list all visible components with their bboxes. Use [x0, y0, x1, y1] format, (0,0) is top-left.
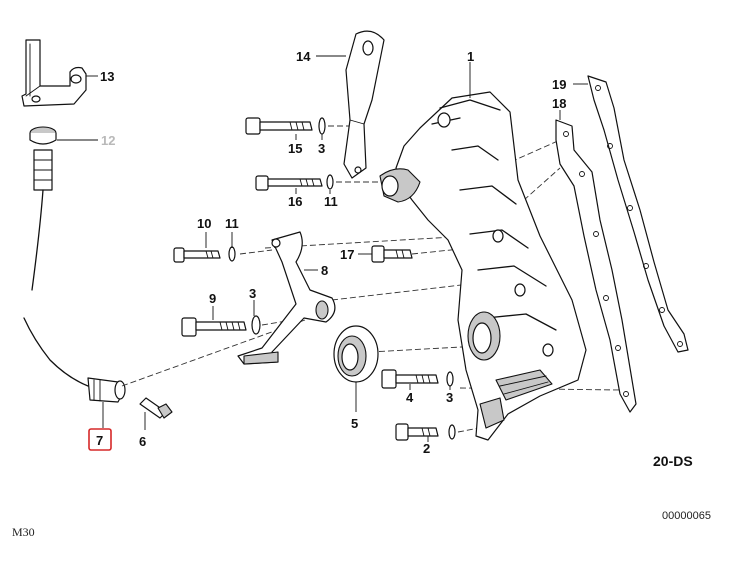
gasket-part-19[interactable] — [573, 75, 689, 353]
callout-8: 8 — [321, 263, 328, 278]
bracket-part-13[interactable] — [21, 39, 98, 107]
assembly-line — [331, 283, 471, 301]
callout-2: 2 — [423, 441, 430, 456]
callout-13: 13 — [100, 69, 114, 84]
bolt-part-10[interactable] — [173, 247, 221, 263]
callout-6: 6 — [139, 434, 146, 449]
bolt-part-15[interactable] — [245, 117, 313, 135]
callout-1: 1 — [467, 49, 474, 64]
sensor-part-7[interactable] — [23, 317, 126, 428]
callout-17: 17 — [340, 247, 354, 262]
callout-7-highlight-box — [88, 428, 112, 451]
bolt-part-6[interactable] — [139, 397, 173, 430]
callout-10: 10 — [197, 216, 211, 231]
bracket-part-8[interactable] — [237, 231, 336, 365]
callout-11-upper: 11 — [324, 194, 338, 209]
lifting-bracket-part-14[interactable] — [316, 30, 385, 179]
callout-3-lower: 3 — [446, 390, 453, 405]
callout-3-mid: 3 — [249, 286, 256, 301]
assembly-line — [264, 235, 471, 249]
bolt-part-9[interactable] — [181, 317, 247, 337]
bolt-part-4[interactable] — [381, 369, 439, 389]
washer-part-3-mid[interactable] — [251, 315, 261, 335]
callout-7[interactable]: 7 — [96, 433, 103, 448]
callout-5: 5 — [351, 416, 358, 431]
callout-3-upper: 3 — [318, 141, 325, 156]
bolt-part-16[interactable] — [255, 175, 323, 191]
callout-16: 16 — [288, 194, 302, 209]
callout-9: 9 — [209, 291, 216, 306]
callout-19: 19 — [552, 77, 566, 92]
gasket-part-18[interactable] — [555, 119, 637, 413]
bolt-part-2[interactable] — [395, 423, 439, 441]
oil-seal-part-5[interactable] — [333, 325, 379, 412]
assembly-line — [369, 345, 481, 353]
washer-part-2[interactable] — [448, 424, 456, 440]
washer-part-3-upper[interactable] — [318, 117, 326, 135]
sensor-connector-part[interactable] — [31, 149, 53, 291]
timing-cover-part-1[interactable] — [379, 62, 587, 441]
callout-12: 12 — [101, 133, 115, 148]
assembly-line — [239, 249, 273, 255]
callout-14: 14 — [296, 49, 311, 64]
washer-part-11-lower[interactable] — [228, 246, 236, 262]
image-number: 00000065 — [662, 510, 711, 522]
washer-part-11-upper[interactable] — [326, 174, 334, 190]
callout-18: 18 — [552, 96, 566, 111]
grommet-part-12[interactable] — [29, 126, 98, 145]
callout-15: 15 — [288, 141, 302, 156]
diagram-code: 20-DS — [653, 453, 693, 469]
model-label: M30 — [12, 525, 35, 539]
bolt-part-17[interactable] — [371, 245, 413, 263]
callout-4: 4 — [406, 390, 414, 405]
callout-11-lower: 11 — [225, 216, 239, 231]
washer-part-3-lower[interactable] — [446, 371, 454, 387]
